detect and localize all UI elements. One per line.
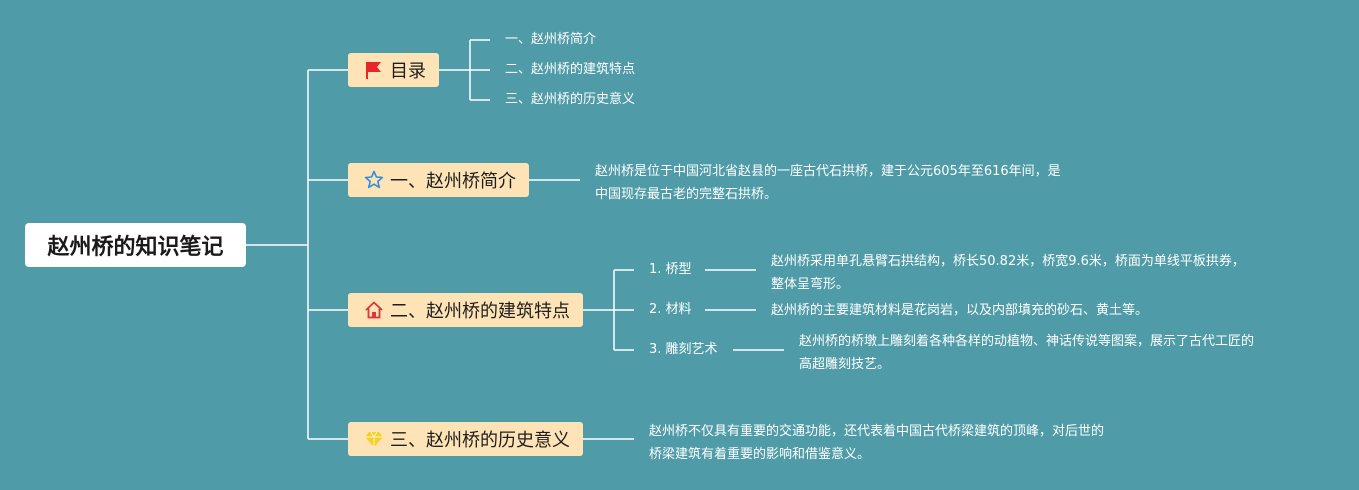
branch-features[interactable]: 二、赵州桥的建筑特点 (348, 293, 583, 327)
history-note-line-1: 赵州桥不仅具有重要的交通功能，还代表着中国古代桥梁建筑的顶峰，对后世的 (649, 424, 1105, 439)
history-note-line-2: 桥梁建筑有着重要的影响和借鉴意义。 (649, 447, 871, 462)
carving-note-line-1: 赵州桥的桥墩上雕刻着各种各样的动植物、神话传说等图案，展示了古代工匠的 (799, 334, 1255, 349)
history-note: 赵州桥不仅具有重要的交通功能，还代表着中国古代桥梁建筑的顶峰，对后世的 桥梁建筑… (649, 420, 1104, 466)
root-topic[interactable]: 赵州桥的知识笔记 (25, 223, 246, 267)
connector-toc (439, 39, 490, 101)
material-note-line-1: 赵州桥的主要建筑材料是花岗岩，以及内部填充的砂石、黄土等。 (771, 303, 1149, 318)
diamond-icon (364, 429, 384, 449)
toc-item-1[interactable]: 一、赵州桥简介 (505, 32, 597, 47)
flag-icon (364, 60, 384, 80)
bridge-type-note: 赵州桥采用单孔悬臂石拱结构，桥长50.82米，桥宽9.6米，桥面为单线平板拱券，… (771, 250, 1245, 296)
branch-history-label: 三、赵州桥的历史意义 (390, 430, 570, 451)
features-sub-material[interactable]: 2. 材料 (649, 302, 692, 317)
branch-toc-label: 目录 (390, 61, 426, 82)
bridge-type-note-line-1: 赵州桥采用单孔悬臂石拱结构，桥长50.82米，桥宽9.6米，桥面为单线平板拱券， (771, 254, 1245, 269)
features-sub-bridge-type[interactable]: 1. 桥型 (649, 262, 692, 277)
intro-note: 赵州桥是位于中国河北省赵县的一座古代石拱桥，建于公元605年至616年间，是 中… (595, 160, 1061, 206)
intro-note-line-1: 赵州桥是位于中国河北省赵县的一座古代石拱桥，建于公元605年至616年间，是 (595, 164, 1061, 179)
root-title: 赵州桥的知识笔记 (47, 235, 224, 260)
branch-intro[interactable]: 一、赵州桥简介 (348, 163, 529, 197)
connector-features (583, 269, 634, 351)
bridge-type-note-line-2: 整体呈弯形。 (771, 277, 850, 292)
carving-note: 赵州桥的桥墩上雕刻着各种各样的动植物、神话传说等图案，展示了古代工匠的 高超雕刻… (799, 330, 1254, 376)
branch-intro-label: 一、赵州桥简介 (390, 171, 516, 192)
carving-note-line-2: 高超雕刻技艺。 (799, 357, 891, 372)
branch-toc[interactable]: 目录 (348, 53, 439, 87)
branch-features-label: 二、赵州桥的建筑特点 (390, 301, 570, 322)
star-outline-icon (364, 170, 384, 190)
features-sub-carving[interactable]: 3. 雕刻艺术 (649, 342, 718, 357)
toc-item-3[interactable]: 三、赵州桥的历史意义 (505, 92, 636, 107)
home-icon (364, 300, 384, 320)
toc-item-2[interactable]: 二、赵州桥的建筑特点 (505, 62, 636, 77)
material-note: 赵州桥的主要建筑材料是花岗岩，以及内部填充的砂石、黄土等。 (771, 299, 1148, 322)
branch-history[interactable]: 三、赵州桥的历史意义 (348, 422, 583, 456)
intro-note-line-2: 中国现存最古老的完整石拱桥。 (595, 187, 778, 202)
